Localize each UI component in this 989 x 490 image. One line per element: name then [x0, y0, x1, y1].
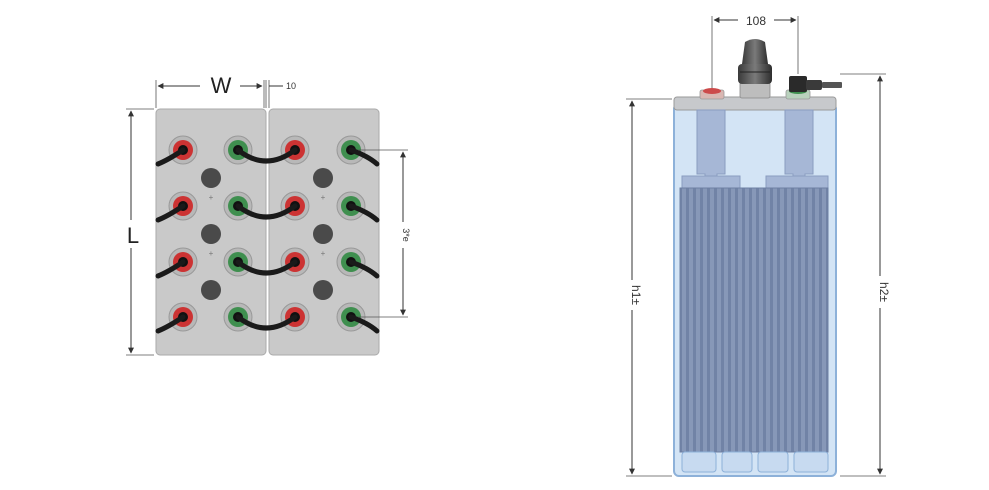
plus-mark: + [321, 193, 326, 202]
plus-mark: + [209, 249, 214, 258]
vent-plug-icon [201, 224, 221, 244]
connector-cable [348, 259, 380, 279]
terminal-spacing-dimension: 108 [711, 12, 799, 88]
h2-label: h2± [877, 282, 891, 302]
connector-cable [235, 147, 298, 164]
pitch-dimension: 3*e [358, 149, 411, 318]
vent-plug [738, 39, 772, 99]
vent-plug-icon [313, 280, 333, 300]
connector-cable [235, 259, 298, 276]
plate-group [679, 187, 829, 453]
width-label: W [211, 73, 232, 98]
h1-dimension: h1± [624, 98, 672, 477]
plus-mark: + [209, 193, 214, 202]
connector-cable [348, 203, 380, 223]
length-label: L [127, 223, 139, 248]
gap-dimension: 10 [265, 80, 296, 108]
vent-plug-icon [201, 280, 221, 300]
vent-plug-icon [313, 168, 333, 188]
vent-plug-icon [313, 224, 333, 244]
connector-cable [155, 147, 186, 167]
width-dimension: W [155, 72, 265, 108]
container-feet [681, 451, 829, 473]
gap-label: 10 [286, 81, 296, 91]
top-view: + + + + W 10 L [120, 72, 411, 356]
connector-cable [348, 314, 380, 334]
pole-post-right [784, 109, 814, 185]
connector-cable [235, 203, 298, 220]
terminal-spacing-label: 108 [746, 14, 766, 28]
pitch-label: 3*e [401, 228, 411, 242]
h1-label: h1± [629, 285, 643, 305]
connector-cable [155, 259, 186, 279]
positive-terminal [699, 88, 725, 100]
connector-cable [155, 314, 186, 334]
connector-cable [155, 203, 186, 223]
length-dimension: L [120, 108, 154, 356]
side-view: 108 h1± h2± [624, 12, 891, 477]
h2-dimension: h2± [840, 73, 891, 477]
connector-cable [348, 147, 380, 167]
cell-lid [673, 96, 837, 111]
pole-post-left [696, 109, 726, 185]
terminal-grid: + + + + [155, 135, 380, 334]
negative-terminal [785, 76, 842, 100]
plus-mark: + [321, 249, 326, 258]
connector-cable [235, 314, 298, 331]
vent-plug-icon [201, 168, 221, 188]
